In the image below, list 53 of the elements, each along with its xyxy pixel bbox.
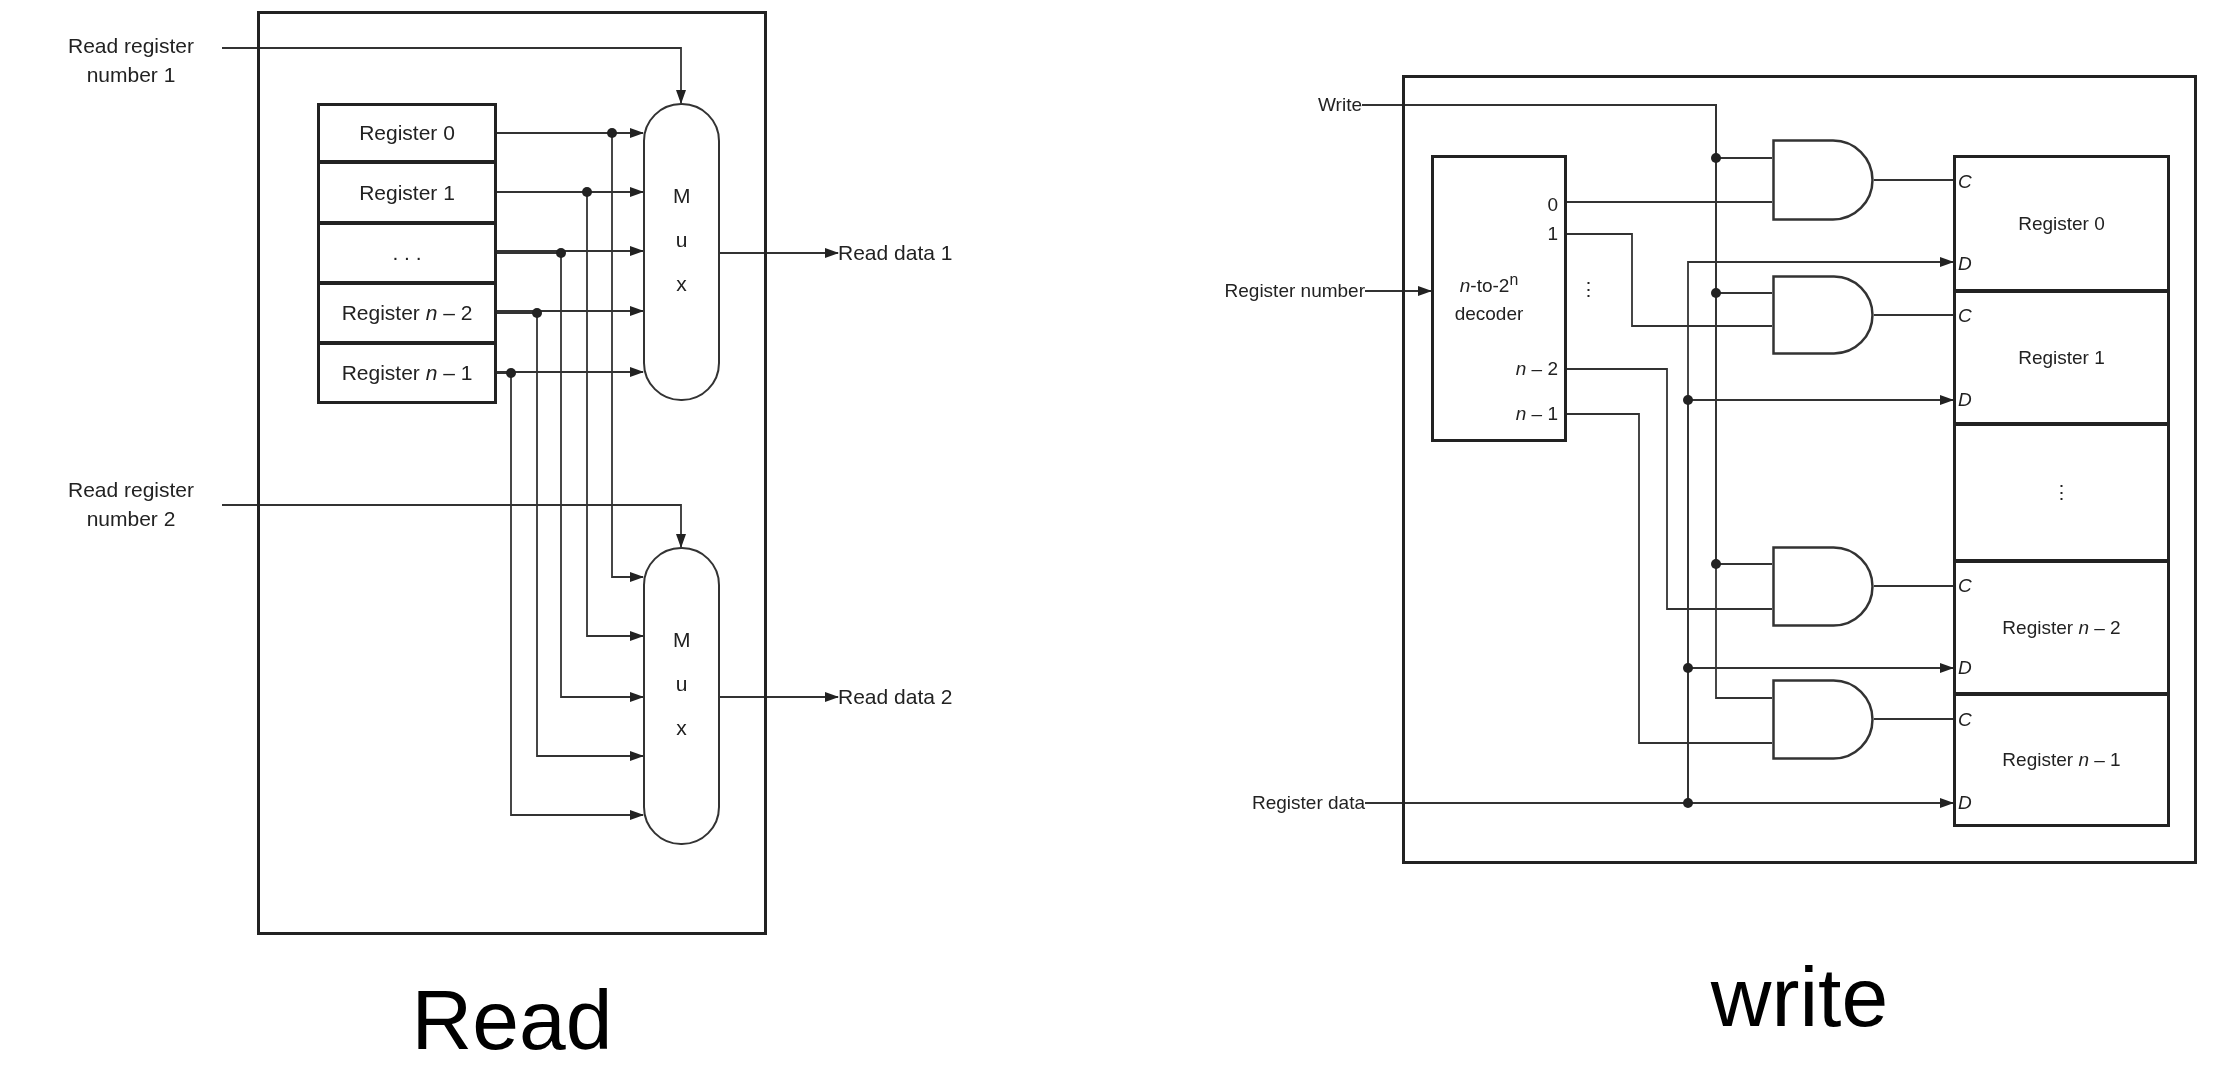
port-label: C — [1958, 304, 1972, 328]
signal-label: Register number — [1170, 277, 1365, 305]
signal-label: Register data — [1205, 789, 1365, 817]
and-gate — [1772, 546, 1874, 627]
multiplexer: M u x — [643, 103, 720, 401]
signal-label: Read register number 2 — [40, 472, 222, 536]
register-box: . . . — [317, 222, 497, 284]
signal-label: Read data 2 — [838, 682, 1008, 712]
signal-wire — [496, 312, 644, 761]
signal-wire — [496, 372, 644, 820]
port-label: C — [1958, 574, 1972, 598]
signal-wire — [719, 248, 839, 258]
register-box: Register 0 — [317, 103, 497, 163]
signal-wire — [1566, 413, 1773, 744]
signal-wire — [1873, 179, 1954, 181]
and-gate — [1772, 275, 1874, 355]
caption-text: write — [1709, 949, 1890, 1046]
port-label: D — [1958, 252, 1972, 276]
signal-wire — [1873, 585, 1954, 587]
port-label: 0 — [1547, 193, 1558, 217]
signal-wire — [496, 306, 644, 316]
signal-label: Read register number 1 — [40, 28, 222, 92]
port-label: D — [1958, 656, 1972, 680]
port-label: n – 1 — [1515, 402, 1558, 426]
port-label: ⋮ — [1578, 278, 1598, 302]
port-label: C — [1958, 708, 1972, 732]
signal-wire — [496, 367, 644, 377]
signal-wire — [496, 246, 644, 256]
register-box: Register 1 — [317, 161, 497, 224]
and-gate — [1772, 139, 1874, 221]
signal-label: Read data 1 — [838, 238, 1008, 268]
signal-wire — [719, 692, 839, 702]
multiplexer: M u x — [643, 547, 720, 845]
signal-label: Write — [1290, 91, 1362, 119]
signal-wire — [496, 252, 644, 702]
signal-wire — [1873, 314, 1954, 316]
signal-wire — [1364, 286, 1432, 296]
port-label: D — [1958, 791, 1972, 815]
register-box: ⋮ — [1953, 423, 2170, 562]
signal-wire — [1873, 718, 1954, 720]
port-label: C — [1958, 170, 1972, 194]
port-label: n – 2 — [1515, 357, 1558, 381]
register-box: Register n – 2 — [317, 282, 497, 344]
signal-wire — [221, 504, 686, 548]
port-label: 1 — [1547, 222, 1558, 246]
signal-wire — [221, 47, 686, 104]
port-label: D — [1958, 388, 1972, 412]
signal-wire — [1566, 201, 1773, 203]
and-gate — [1772, 679, 1874, 760]
caption-text: Read — [410, 972, 614, 1068]
signal-wire — [1566, 233, 1773, 327]
register-box: Register n – 1 — [317, 342, 497, 404]
signal-wire — [1566, 368, 1773, 610]
